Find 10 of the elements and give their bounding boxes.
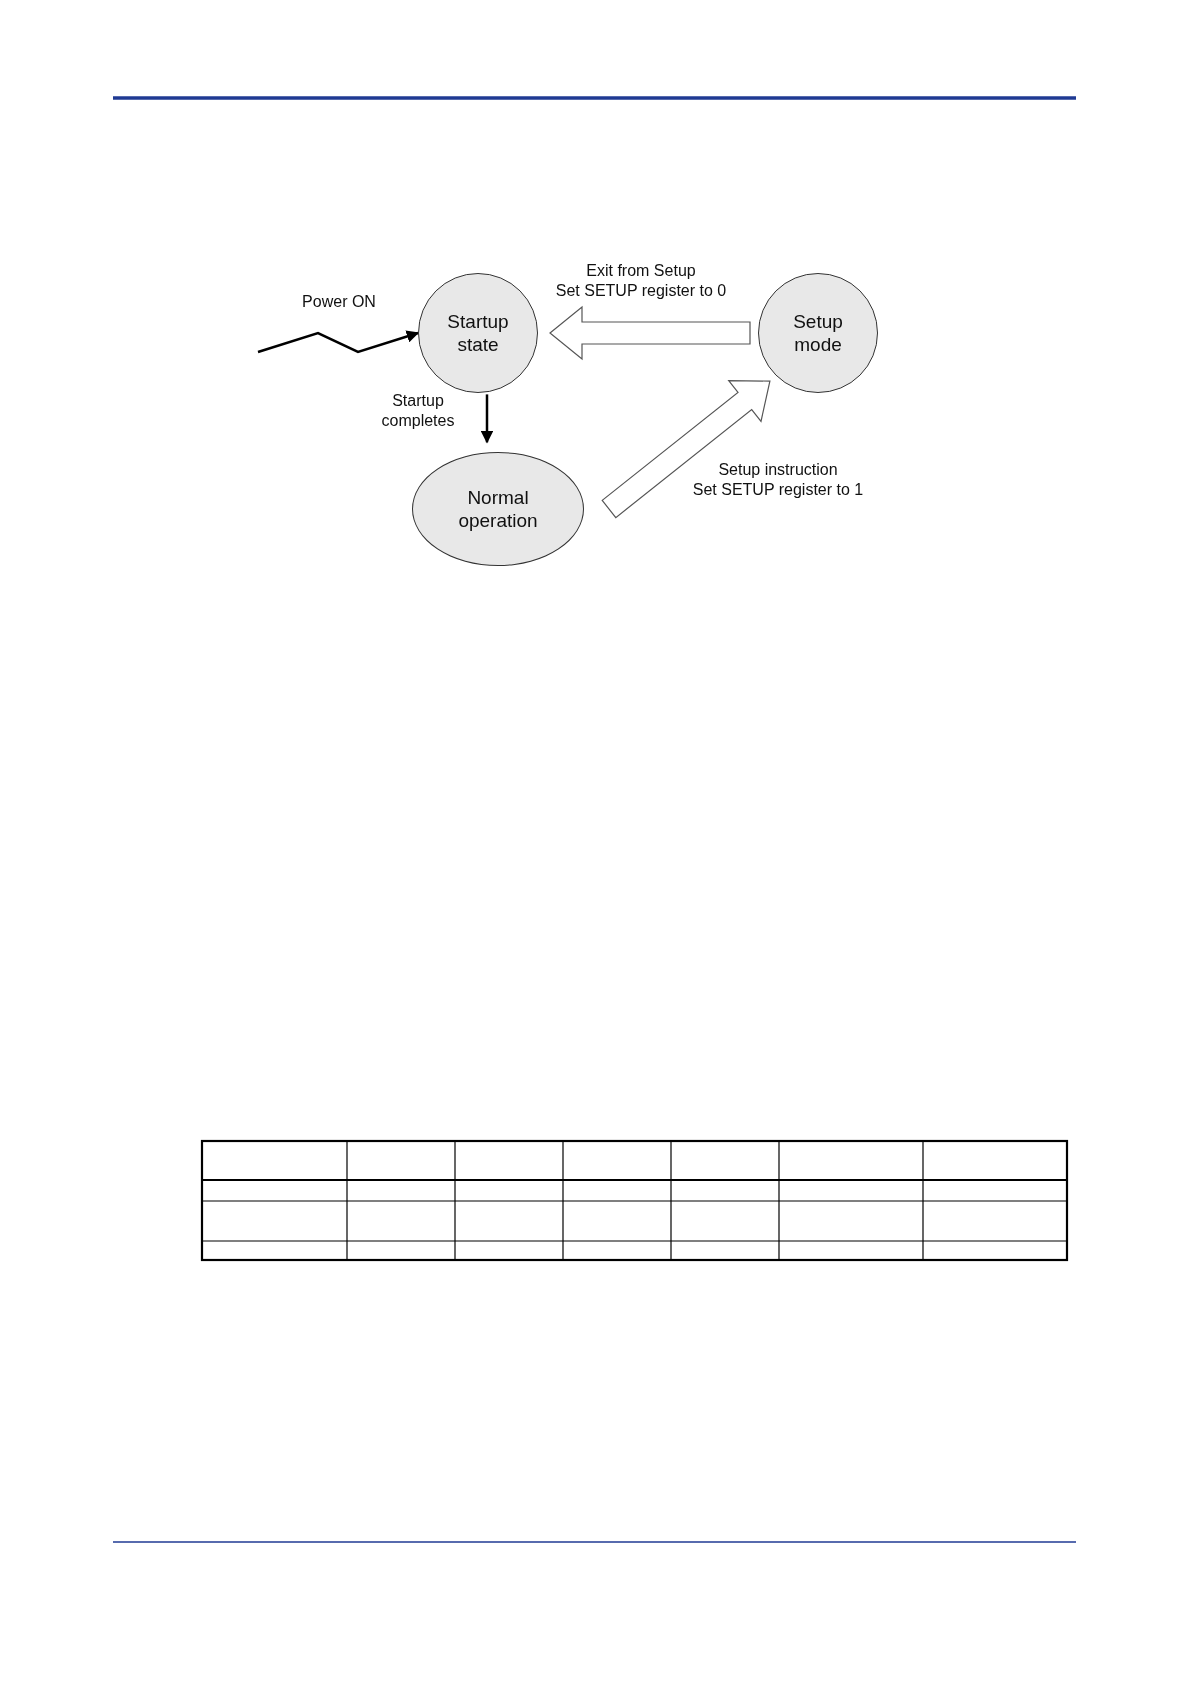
state-label: Setup mode [792, 310, 844, 356]
arrow [257, 330, 420, 354]
edge-label: Exit from Setup Set SETUP register to 0 [555, 261, 727, 301]
hollow-arrow [549, 305, 751, 361]
hollow-arrow [601, 380, 771, 519]
edge-label: Setup instruction Set SETUP register to 1 [692, 460, 864, 500]
edge-label: Startup completes [381, 391, 455, 431]
state-label: Normal operation [457, 486, 539, 532]
state-label: Startup state [446, 310, 510, 356]
arrow [480, 394, 494, 444]
